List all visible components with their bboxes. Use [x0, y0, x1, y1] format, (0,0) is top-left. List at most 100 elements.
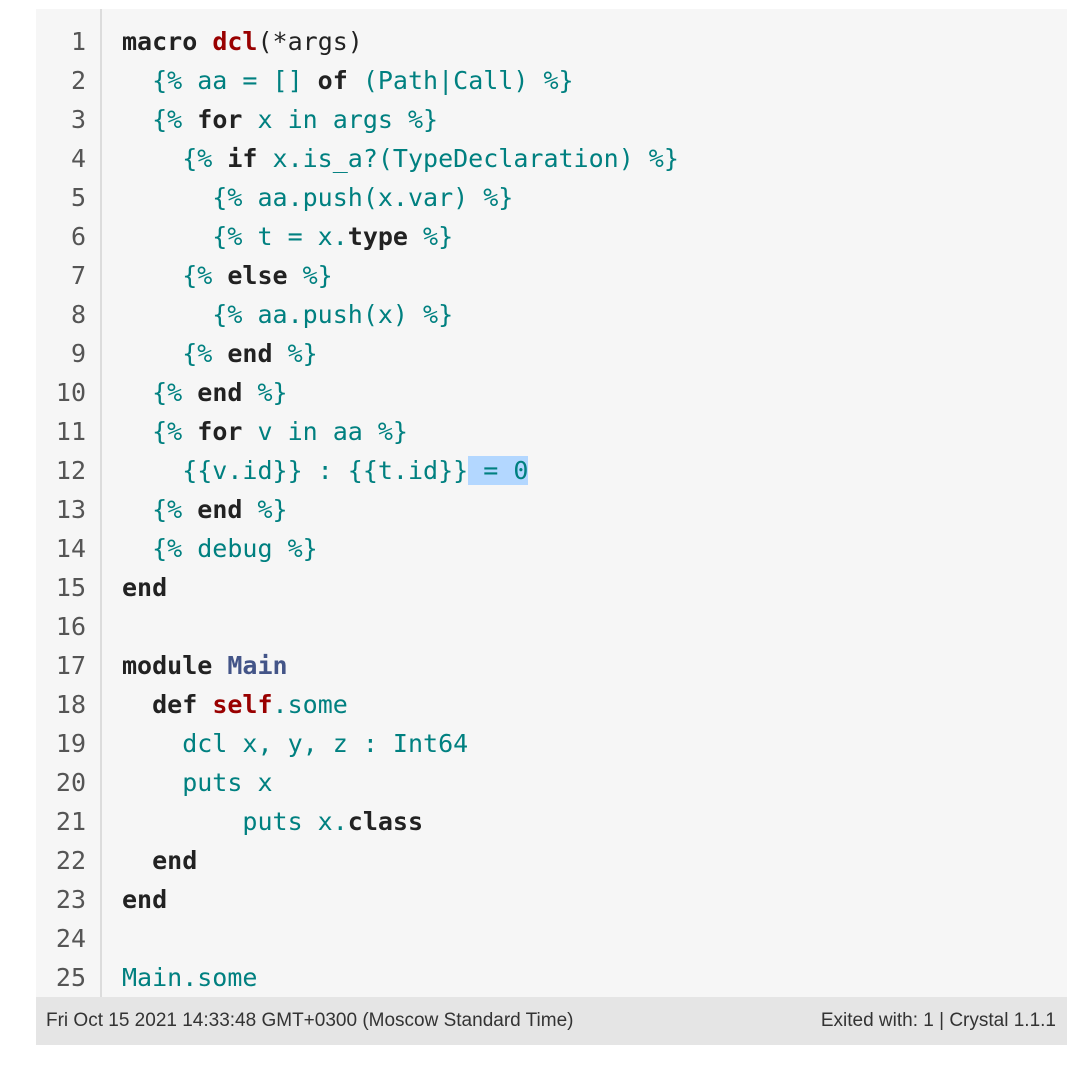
code-line[interactable]: 7 {% else %}	[36, 256, 1067, 295]
code-line[interactable]: 14 {% debug %}	[36, 529, 1067, 568]
line-number: 18	[55, 690, 86, 719]
code-line[interactable]: 10 {% end %}	[36, 373, 1067, 412]
line-code: puts x	[122, 763, 1062, 802]
code-token: end	[152, 846, 198, 875]
code-token: end	[227, 339, 273, 368]
code-line[interactable]: 11 {% for v in aa %}	[36, 412, 1067, 451]
code-token: {%	[122, 378, 198, 407]
code-line[interactable]: 16	[36, 607, 1067, 646]
code-token: if	[227, 144, 258, 173]
line-number: 19	[55, 729, 86, 758]
line-number: 11	[55, 417, 86, 446]
line-number: 22	[55, 846, 86, 875]
code-token: end	[122, 573, 168, 602]
code-token: else	[227, 261, 288, 290]
line-number: 9	[70, 339, 86, 368]
code-token: {%	[122, 495, 198, 524]
line-code: {% aa = [] of (Path|Call) %}	[122, 61, 1062, 100]
line-code: dcl x, y, z : Int64	[122, 724, 1062, 763]
line-number: 12	[55, 456, 86, 485]
code-token: v in aa %}	[242, 417, 408, 446]
line-number: 3	[70, 105, 86, 134]
line-number: 5	[70, 183, 86, 212]
code-token: {{v.id}} : {{t.id}}	[122, 456, 469, 485]
code-line[interactable]: 2 {% aa = [] of (Path|Call) %}	[36, 61, 1067, 100]
line-code: {% end %}	[122, 373, 1062, 412]
code-token: {% aa.push(x) %}	[122, 300, 454, 329]
code-line[interactable]: 23 end	[36, 880, 1067, 919]
code-token: self	[212, 690, 273, 719]
line-number: 14	[55, 534, 86, 563]
line-number: 15	[55, 573, 86, 602]
line-number: 8	[70, 300, 86, 329]
code-line[interactable]: 19 dcl x, y, z : Int64	[36, 724, 1067, 763]
code-line[interactable]: 24	[36, 919, 1067, 958]
code-line[interactable]: 15 end	[36, 568, 1067, 607]
code-token: {%	[122, 105, 198, 134]
line-number: 17	[55, 651, 86, 680]
code-token: Main	[227, 651, 288, 680]
line-code: {% aa.push(x) %}	[122, 295, 1062, 334]
code-line[interactable]: 13 {% end %}	[36, 490, 1067, 529]
code-line[interactable]: 8 {% aa.push(x) %}	[36, 295, 1067, 334]
status-bar: Fri Oct 15 2021 14:33:48 GMT+0300 (Mosco…	[36, 997, 1067, 1045]
code-line[interactable]: 25 Main.some	[36, 958, 1067, 997]
code-token: {%	[122, 144, 228, 173]
line-code: {% aa.push(x.var) %}	[122, 178, 1062, 217]
code-token: end	[122, 885, 168, 914]
code-line[interactable]: 9 {% end %}	[36, 334, 1067, 373]
line-number-gutter	[36, 9, 102, 997]
code-token	[212, 651, 227, 680]
line-code: end	[122, 841, 1062, 880]
code-token	[197, 27, 212, 56]
code-token: for	[197, 105, 243, 134]
exit-status: Exited with: 1 | Crystal 1.1.1	[820, 1010, 1056, 1031]
code-token: %}	[408, 222, 454, 251]
code-token: dcl x, y, z : Int64	[122, 729, 469, 758]
code-line[interactable]: 6 {% t = x.type %}	[36, 217, 1067, 256]
code-line[interactable]: 21 puts x.class	[36, 802, 1067, 841]
code-token: {% debug %}	[122, 534, 318, 563]
line-number: 23	[55, 885, 86, 914]
code-line[interactable]: 12 {{v.id}} : {{t.id}} = 0	[36, 451, 1067, 490]
code-token: {% t = x.	[122, 222, 348, 251]
code-line[interactable]: 20 puts x	[36, 763, 1067, 802]
line-number: 4	[70, 144, 86, 173]
code-token: %}	[242, 378, 288, 407]
code-token: Main.some	[122, 963, 258, 992]
code-token: {%	[122, 261, 228, 290]
code-token: x.is_a?(TypeDeclaration) %}	[257, 144, 679, 173]
line-number: 25	[55, 963, 86, 992]
line-code: {% for v in aa %}	[122, 412, 1062, 451]
line-number: 20	[55, 768, 86, 797]
line-code: {{v.id}} : {{t.id}} = 0	[122, 451, 1062, 490]
code-token: class	[347, 807, 424, 836]
code-token: dcl	[212, 27, 258, 56]
code-token	[122, 690, 152, 719]
run-timestamp: Fri Oct 15 2021 14:33:48 GMT+0300 (Mosco…	[46, 1010, 574, 1031]
selected-text: = 0	[468, 456, 529, 485]
code-line[interactable]: 22 end	[36, 841, 1067, 880]
code-line[interactable]: 5 {% aa.push(x.var) %}	[36, 178, 1067, 217]
line-number: 6	[70, 222, 86, 251]
code-token: {% aa = []	[122, 66, 318, 95]
line-number: 1	[70, 27, 86, 56]
line-code: {% debug %}	[122, 529, 1062, 568]
line-code: end	[122, 880, 1062, 919]
line-number: 2	[70, 66, 86, 95]
code-token: %}	[287, 261, 333, 290]
code-token: for	[197, 417, 243, 446]
line-code: {% else %}	[122, 256, 1062, 295]
line-code: {% end %}	[122, 334, 1062, 373]
code-line[interactable]: 3 {% for x in args %}	[36, 100, 1067, 139]
code-token: {%	[122, 417, 198, 446]
code-token: type	[347, 222, 408, 251]
code-line[interactable]: 18 def self.some	[36, 685, 1067, 724]
line-code: end	[122, 568, 1062, 607]
code-line[interactable]: 4 {% if x.is_a?(TypeDeclaration) %}	[36, 139, 1067, 178]
code-token: x in args %}	[242, 105, 439, 134]
code-token: (Path|Call) %}	[347, 66, 574, 95]
